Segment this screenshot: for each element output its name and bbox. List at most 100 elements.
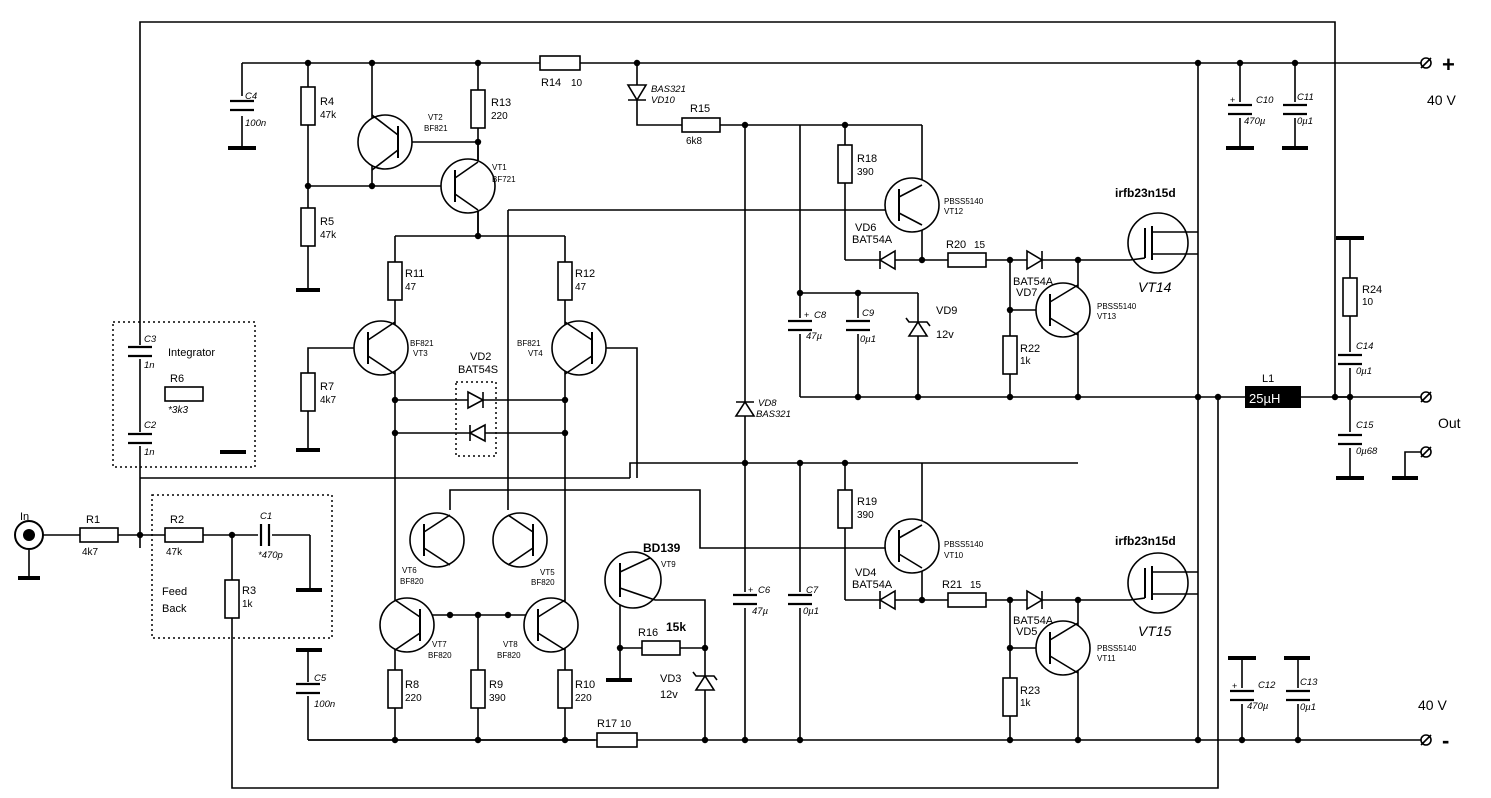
terminals xyxy=(1420,57,1432,746)
vd5-part: BAT54A xyxy=(1013,615,1054,627)
r20-value: 15 xyxy=(974,240,986,251)
resistors xyxy=(79,55,1358,748)
vd4-label: VD4 xyxy=(855,567,876,579)
svg-text:+: + xyxy=(1230,95,1235,105)
r9-body xyxy=(470,669,486,709)
capacitors xyxy=(128,96,1362,704)
r3-label: R3 xyxy=(242,585,256,597)
c6-label: C6 xyxy=(758,585,771,596)
label-l1-value: 25µH xyxy=(1249,391,1280,406)
r8-label: R8 xyxy=(405,679,419,691)
c8-symbol xyxy=(788,318,812,334)
vd8-symbol xyxy=(734,400,756,417)
r24-label: R24 xyxy=(1362,284,1382,296)
c7-label: C7 xyxy=(806,585,819,596)
r8-value: 220 xyxy=(405,693,422,704)
r18-value: 390 xyxy=(857,167,874,178)
vt9-symbol xyxy=(604,551,662,609)
r3-body xyxy=(224,579,240,619)
r1-label: R1 xyxy=(86,514,100,526)
r23-label: R23 xyxy=(1020,685,1040,697)
c6-symbol xyxy=(733,592,757,608)
vt5-part: BF820 xyxy=(531,578,555,587)
c5-symbol xyxy=(296,682,320,696)
r22-label: R22 xyxy=(1020,343,1040,355)
r15-body xyxy=(681,117,721,133)
label-mos2: irfb23n15d xyxy=(1115,534,1176,548)
vt12-part: PBSS5140 xyxy=(944,197,984,206)
c10-symbol xyxy=(1228,102,1252,118)
vt1-part: BF721 xyxy=(492,175,516,184)
c3-symbol xyxy=(128,345,152,359)
vt10-part: PBSS5140 xyxy=(944,540,984,549)
label-v-neg: 40 V xyxy=(1418,697,1447,713)
r5-label: R5 xyxy=(320,216,334,228)
r2-value: 47k xyxy=(166,547,183,558)
c4-symbol xyxy=(230,96,254,116)
vt10-symbol xyxy=(884,518,940,574)
c1-symbol xyxy=(258,524,272,546)
r22-value: 1k xyxy=(1020,356,1032,367)
c14-value: 0µ1 xyxy=(1356,366,1372,377)
vd10-label: VD10 xyxy=(651,95,675,106)
c7-symbol xyxy=(788,592,812,608)
c15-value: 0µ68 xyxy=(1356,446,1378,457)
r5-body xyxy=(300,207,316,247)
r10-label: R10 xyxy=(575,679,595,691)
vd5-label: VD5 xyxy=(1016,626,1037,638)
c12-symbol xyxy=(1230,688,1254,704)
vt3-symbol xyxy=(353,320,409,376)
r12-label: R12 xyxy=(575,268,595,280)
label-feed: Feed xyxy=(162,586,187,598)
r18-label: R18 xyxy=(857,153,877,165)
vt12-label: VT12 xyxy=(944,207,964,216)
vt13-symbol xyxy=(1035,282,1091,338)
c10-value: 470µ xyxy=(1244,116,1266,127)
label-mos1: irfb23n15d xyxy=(1115,186,1176,200)
c8-value: 47µ xyxy=(806,331,823,342)
vd4-symbol xyxy=(878,589,896,611)
label-back: Back xyxy=(162,603,187,615)
vd6-label: VD6 xyxy=(855,222,876,234)
r24-body xyxy=(1342,277,1358,317)
c11-value: 0µ1 xyxy=(1297,116,1313,127)
transistors xyxy=(353,114,1198,676)
vd6-part: BAT54A xyxy=(852,234,893,246)
r9-value: 390 xyxy=(489,693,506,704)
r1-body xyxy=(79,527,119,543)
r10-body xyxy=(557,669,573,709)
vt4-part: BF821 xyxy=(517,339,541,348)
svg-text:+: + xyxy=(1232,681,1237,691)
svg-text:+: + xyxy=(748,585,753,595)
polarity-marks: ++ ++ xyxy=(748,95,1237,691)
c5-label: C5 xyxy=(314,673,327,684)
c4-label: C4 xyxy=(245,91,257,102)
label-out: Out xyxy=(1438,415,1461,431)
c1-label: C1 xyxy=(260,511,272,522)
vt2-symbol xyxy=(357,114,413,171)
vd9-symbol xyxy=(905,317,931,337)
c11-symbol xyxy=(1283,102,1307,118)
c9-symbol xyxy=(846,318,870,334)
vt4-symbol xyxy=(551,320,607,376)
r21-label: R21 xyxy=(942,579,962,591)
label-bd139: BD139 xyxy=(643,541,681,555)
r18-body xyxy=(837,144,853,184)
label-in: In xyxy=(20,511,29,523)
vd2-part: BAT54S xyxy=(458,364,498,376)
r19-value: 390 xyxy=(857,510,874,521)
vd2-symbol xyxy=(467,390,486,443)
vt6-label: VT6 xyxy=(402,566,417,575)
label-vt15: VT15 xyxy=(1138,623,1172,639)
r20-body xyxy=(947,252,987,268)
r2-label: R2 xyxy=(170,514,184,526)
vt1-symbol xyxy=(440,158,496,214)
c2-label: C2 xyxy=(144,420,157,431)
r16-label: R16 xyxy=(638,627,658,639)
c4-value: 100n xyxy=(245,118,266,129)
c15-symbol xyxy=(1338,432,1362,448)
r13-body xyxy=(470,89,486,129)
r12-value: 47 xyxy=(575,282,587,293)
